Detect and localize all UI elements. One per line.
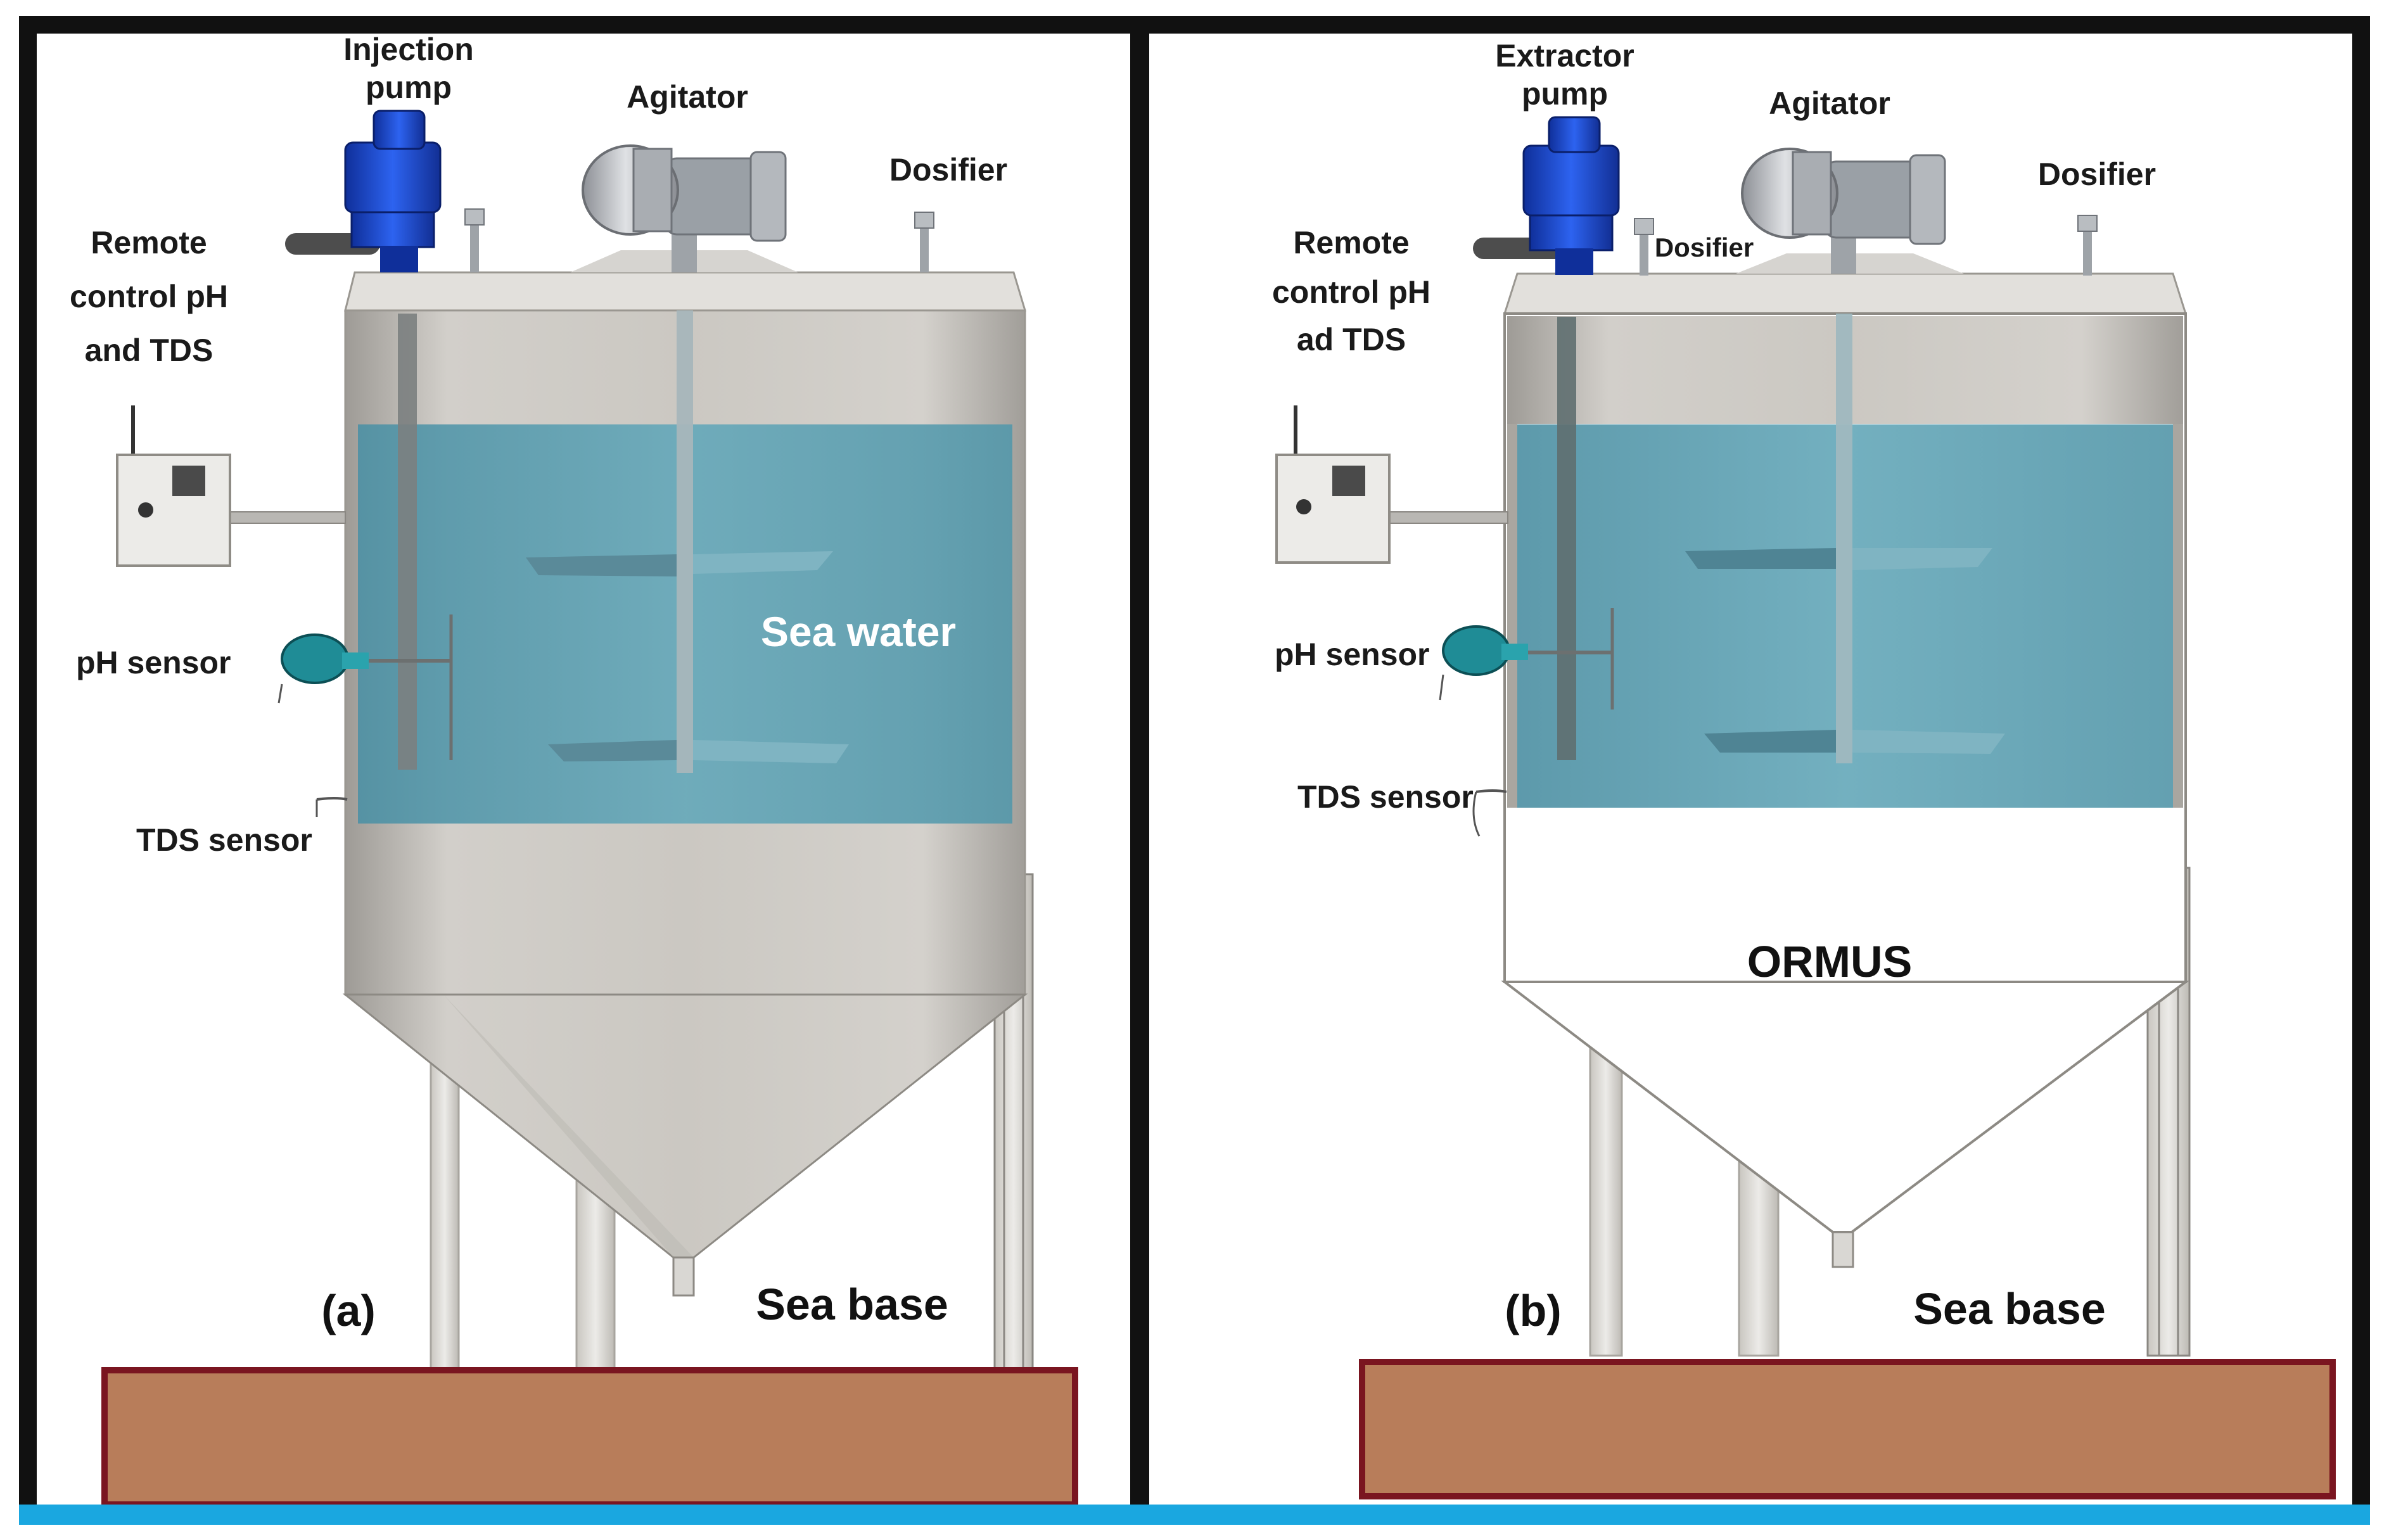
remote-control-label-a-line3: and TDS (85, 333, 213, 368)
bottom-stripe (19, 1505, 2370, 1525)
agitator-b (1741, 148, 1946, 274)
tds-sensor-a (315, 797, 348, 817)
tank-a (342, 250, 1028, 1297)
extractor-pump-label-line1: Extractor (1495, 38, 1634, 73)
dosifier-label-a: Dosifier (889, 152, 1007, 188)
panel-a: Injection pump Agitator Dosifier Remote … (70, 32, 1078, 1508)
ormus-label: ORMUS (1747, 937, 1913, 986)
remote-control-label-b-line1: Remote (1293, 225, 1409, 260)
agitator-a (582, 144, 787, 272)
injection-pump-label-line2: pump (366, 70, 452, 105)
injection-pump-label-line1: Injection (343, 32, 474, 67)
panel-b-letter: (b) (1505, 1286, 1561, 1335)
ph-sensor-a (277, 633, 451, 704)
remote-control-label-b-line3: ad TDS (1297, 322, 1406, 357)
agitator-label-a: Agitator (627, 79, 748, 115)
dosifier-a (464, 208, 934, 272)
agitator-label-b: Agitator (1769, 86, 1890, 121)
sea-base-a (101, 1367, 1078, 1508)
dosifier-b (1634, 215, 2098, 276)
remote-control-box-b (1275, 405, 1508, 564)
panel-a-letter: (a) (321, 1286, 376, 1335)
remote-control-label-a-line1: Remote (91, 225, 207, 260)
tds-sensor-label-a: TDS sensor (136, 822, 312, 858)
panel-b: Extractor pump Agitator Dosifier Dosifie… (1272, 38, 2336, 1499)
ph-sensor-label-b: pH sensor (1275, 637, 1430, 672)
sea-base-label-a: Sea base (756, 1280, 948, 1329)
extractor-pump-label-line2: pump (1522, 76, 1608, 111)
ph-sensor-label-a: pH sensor (76, 645, 231, 680)
tds-sensor-label-b: TDS sensor (1297, 779, 1474, 815)
tds-sensor-b (1472, 789, 1507, 837)
dosifier-label-b: Dosifier (2038, 156, 2156, 192)
pump-a (285, 110, 442, 272)
pump-b (1473, 116, 1620, 275)
sea-water-label: Sea water (761, 608, 956, 655)
sea-base-label-b: Sea base (1913, 1284, 2106, 1333)
remote-control-label-a-line2: control pH (70, 279, 228, 314)
sea-base-b (1359, 1359, 2336, 1499)
remote-control-label-b-line2: control pH (1272, 274, 1430, 310)
dosifier-label-b-2: Dosifier (1655, 232, 1754, 262)
ph-sensor-b (1439, 625, 1612, 701)
remote-control-box-a (116, 405, 346, 567)
tank-b (1501, 253, 2190, 1268)
